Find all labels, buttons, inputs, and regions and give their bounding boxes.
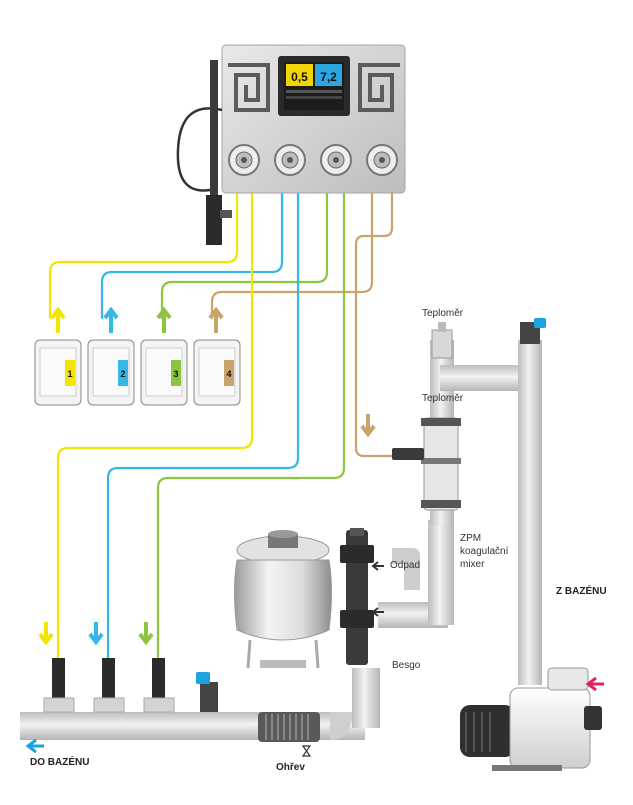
arrow-down-icon xyxy=(360,414,376,438)
besgo-valve xyxy=(340,528,374,665)
peristaltic-pump-3 xyxy=(320,144,352,176)
canister-3-number: 3 xyxy=(173,369,178,379)
peristaltic-pump-4 xyxy=(366,144,398,176)
label-besgo: Besgo xyxy=(392,660,421,671)
label-teplomer-mid: Teploměr xyxy=(422,393,464,404)
label-odpad: Odpad xyxy=(390,560,421,571)
label-teplomer-top: Teploměr xyxy=(422,308,464,319)
arrow-left-icon xyxy=(371,607,384,617)
tan-tube-injection xyxy=(354,176,402,458)
green-tube-canister xyxy=(160,176,329,320)
canister-4-number: 4 xyxy=(226,369,231,379)
arrow-left-icon xyxy=(371,561,384,571)
screen-value-left: 0,5 xyxy=(291,70,308,84)
arrow-up-icon xyxy=(156,306,172,333)
zpm-riser-pipe xyxy=(428,520,454,625)
zpm-injection-valve xyxy=(392,448,424,460)
heat-exchanger xyxy=(258,712,320,757)
label-mixer: mixer xyxy=(460,559,485,570)
screen-value-right: 7,2 xyxy=(320,70,337,84)
circulation-pump xyxy=(460,667,602,771)
injection-valves xyxy=(43,658,218,713)
flow-arrows-down xyxy=(38,414,376,646)
yellow-tube-injection xyxy=(56,176,254,662)
sand-filter xyxy=(234,530,332,669)
decor-pattern-left xyxy=(228,63,270,112)
green-tube-injection xyxy=(156,176,346,662)
label-koagulacni: koagulační xyxy=(460,546,509,557)
arrow-up-icon xyxy=(103,306,119,333)
flow-arrows-up xyxy=(50,306,224,333)
decor-pattern-right xyxy=(358,63,400,112)
label-do-bazenu: DO BAZÉNU xyxy=(30,757,90,768)
peristaltic-pump-2 xyxy=(274,144,306,176)
return-column-pipe xyxy=(518,340,542,685)
label-ohrev: Ohřev xyxy=(276,762,305,773)
canister-3: 3 xyxy=(140,339,188,406)
arrow-left-icon xyxy=(585,676,604,692)
peristaltic-pump-1 xyxy=(228,144,260,176)
injection-valve-2 xyxy=(102,658,115,698)
zpm-mixer xyxy=(392,417,461,511)
probe-assembly xyxy=(176,60,232,245)
label-z-bazenu: Z BAZÉNU xyxy=(556,586,607,597)
injection-valve-1 xyxy=(52,658,65,698)
arrow-up-icon xyxy=(50,306,66,333)
yellow-tube-canister xyxy=(48,176,239,320)
dosing-controller: 0,5 7,2 xyxy=(221,44,406,194)
injection-valve-3 xyxy=(152,658,165,698)
canister-2-number: 2 xyxy=(120,369,125,379)
arrow-up-icon xyxy=(208,306,224,333)
blue-tube-injection xyxy=(106,176,300,662)
return-valve xyxy=(520,318,546,344)
dosing-tubes xyxy=(48,176,402,662)
blue-tube-canister xyxy=(100,176,284,320)
canister-1: 1 xyxy=(34,339,82,406)
canister-1-number: 1 xyxy=(67,369,72,379)
thermometer-top xyxy=(431,322,453,359)
arrow-down-icon xyxy=(38,622,54,646)
arrow-down-icon xyxy=(138,622,154,646)
riser-pipe-filter xyxy=(352,668,380,728)
arrow-left-icon xyxy=(25,738,44,754)
label-zpm: ZPM xyxy=(460,533,482,544)
ball-valve xyxy=(200,682,218,712)
tan-tube-canister xyxy=(210,176,374,320)
canister-4: 4 xyxy=(193,339,241,406)
arrow-down-icon xyxy=(88,622,104,646)
odpad-elbow xyxy=(392,548,420,590)
canister-2: 2 xyxy=(87,339,135,406)
